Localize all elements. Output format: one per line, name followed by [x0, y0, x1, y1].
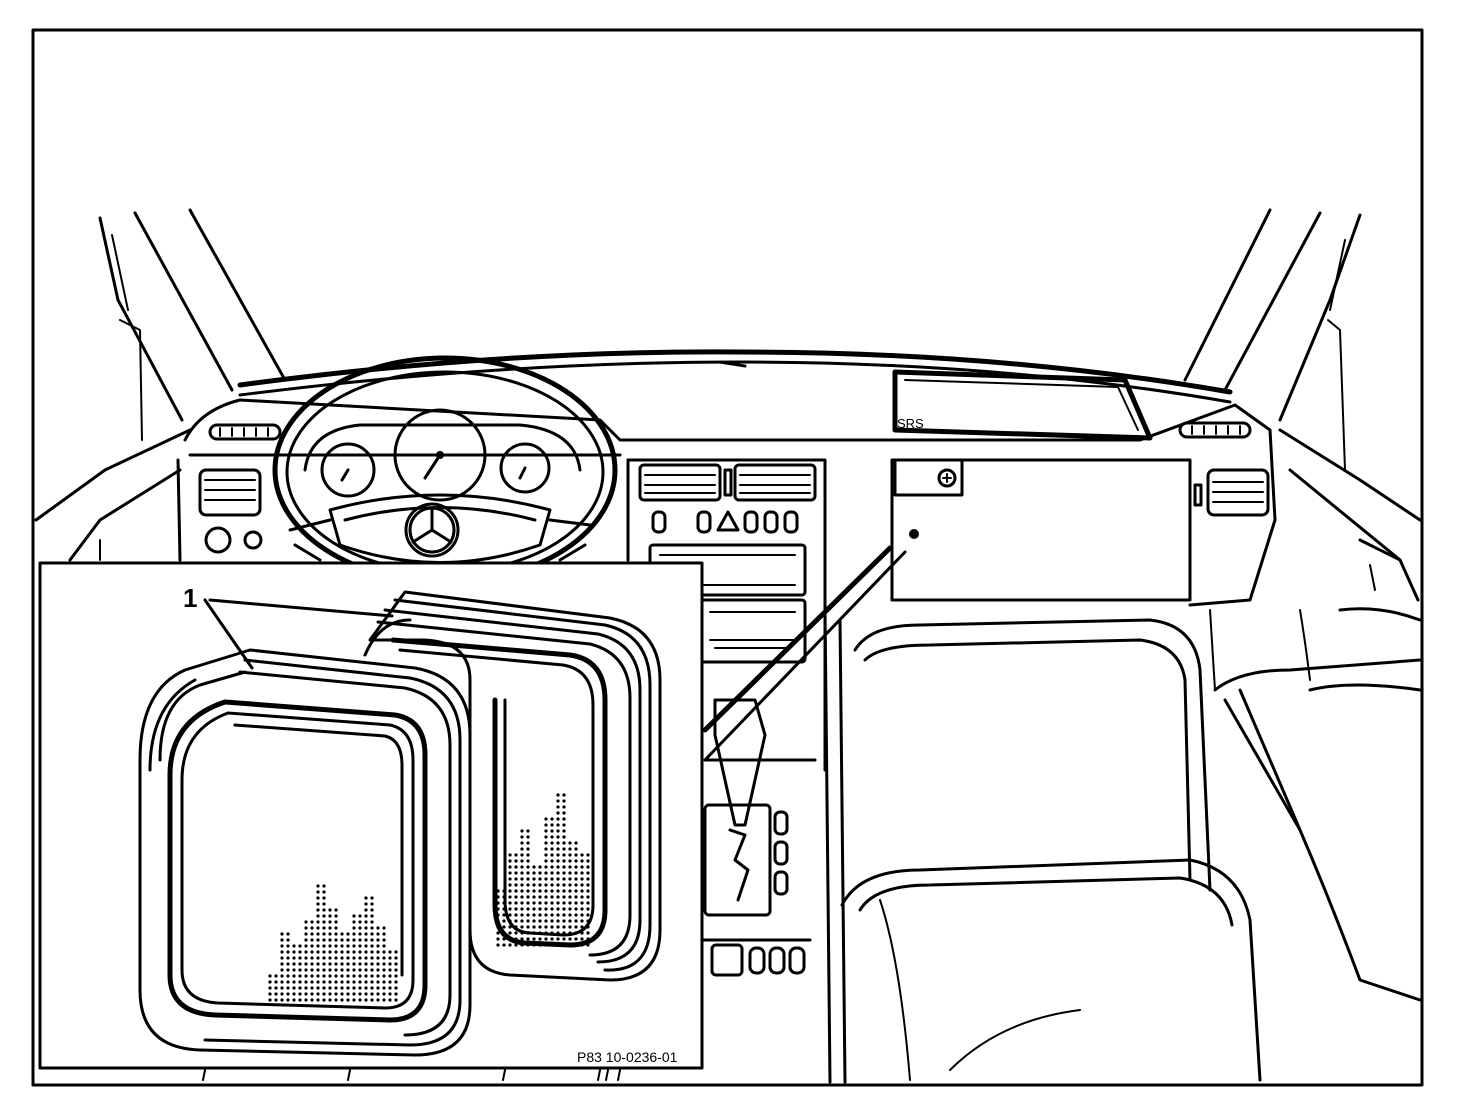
- right-side-vent: [1193, 468, 1270, 517]
- steering-wheel: [272, 355, 618, 585]
- filter-media-texture: [268, 884, 398, 1002]
- srs-label: SRS: [897, 416, 924, 431]
- left-door: [34, 319, 192, 562]
- leader-line: [702, 545, 893, 733]
- hazard-triangle-icon: [716, 510, 740, 532]
- mercedes-star-icon: [404, 502, 460, 558]
- figure-frame: [31, 28, 1424, 1087]
- right-vent-top: [1178, 421, 1252, 439]
- gear-gate: [703, 803, 772, 917]
- figure-id: P83 10-0236-01: [577, 1049, 678, 1065]
- part-number-label: 1: [183, 583, 197, 613]
- filter-media-texture-rear: [496, 793, 590, 947]
- center-console: [626, 458, 827, 977]
- right-a-pillar: [1183, 208, 1362, 422]
- tick-marks: [202, 1069, 621, 1081]
- rear-seat: [1209, 607, 1422, 1002]
- location-marker-dot: [909, 529, 919, 539]
- left-side-vent: [198, 468, 263, 554]
- inset-detail: 1 P83 10-0236-01: [38, 561, 704, 1070]
- glovebox: [890, 458, 1192, 602]
- car-interior: SRS: [34, 208, 1422, 1084]
- left-a-pillar: [98, 208, 287, 422]
- dashboard-top: [237, 349, 1233, 395]
- part-callout: 1: [183, 583, 394, 670]
- left-vent-top: [208, 423, 282, 441]
- filter-element-rear: [363, 590, 662, 982]
- dashboard-body: [183, 398, 1277, 607]
- filter-element-front: [138, 648, 472, 1057]
- passenger-seat: [823, 608, 1262, 1084]
- right-door: [1278, 319, 1422, 602]
- passenger-airbag-panel: SRS: [892, 369, 1153, 441]
